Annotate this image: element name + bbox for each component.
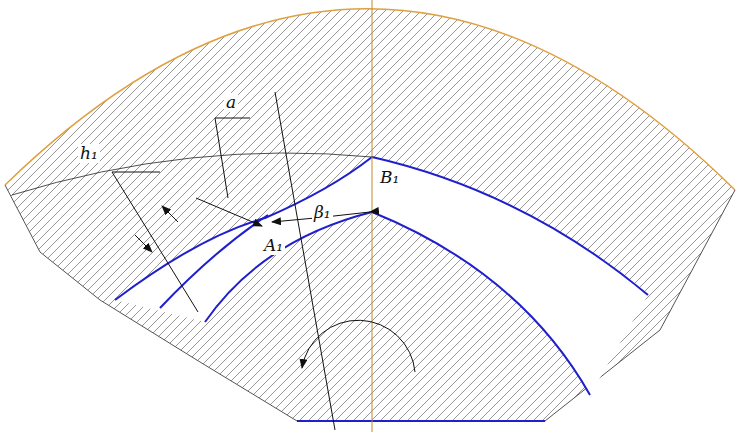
blade-curve [160, 215, 268, 308]
dimension-line [196, 198, 262, 226]
dimension-label: B₁ [378, 168, 401, 187]
construction-arc [12, 153, 372, 195]
dimension-line [112, 172, 198, 312]
blade-curve [205, 212, 590, 395]
axis-line [372, 0, 373, 432]
dimension-label: A₁ [262, 236, 285, 255]
section-hatch [5, 9, 735, 421]
hub-line [297, 420, 545, 422]
dimension-line [135, 235, 152, 252]
dimension-line [162, 206, 178, 222]
dimension-line [215, 118, 228, 198]
blade-curve [115, 157, 648, 300]
radial-line [275, 92, 335, 430]
rotation-arrow [302, 320, 415, 372]
dimension-label: a [224, 93, 238, 112]
dimension-label: β₁ [312, 203, 333, 222]
dimension-label: h₁ [78, 144, 100, 163]
blade-channel [115, 157, 648, 395]
dimension-line [215, 118, 250, 119]
dimension-line [112, 172, 160, 173]
